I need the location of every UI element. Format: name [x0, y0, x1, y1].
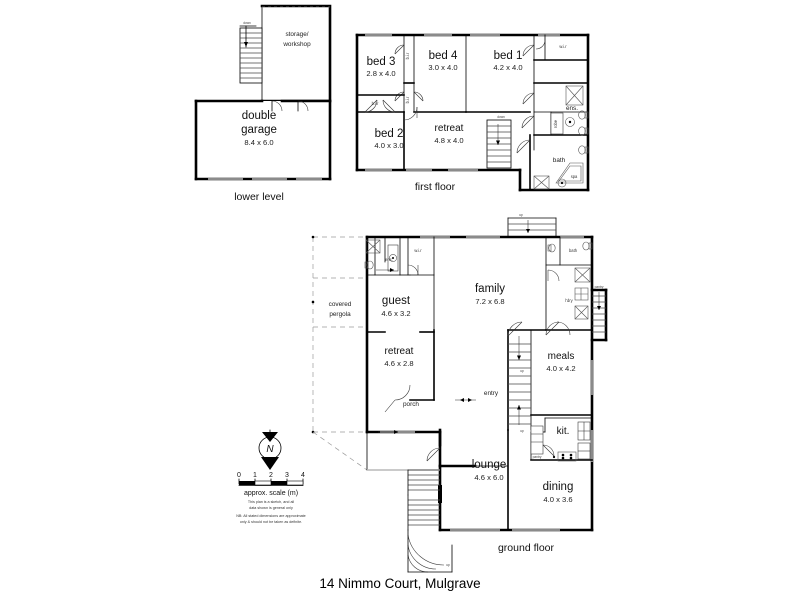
room-label-bed-4: bed 4: [429, 50, 458, 62]
room-label-dining: dining: [543, 481, 574, 493]
annotation-wir-first: w.i.r: [559, 44, 567, 49]
room-dim-retreat-first: 4.8 x 4.0: [434, 136, 463, 145]
room-label-family: family: [475, 283, 505, 295]
room-label-double-garage-line2: garage: [241, 124, 277, 136]
room-label-guest: guest: [382, 295, 411, 307]
annotation-bir-3: b.i.r: [372, 101, 379, 106]
room-label-porch: porch: [403, 401, 419, 408]
entry-path-up-label: up: [446, 563, 450, 567]
scale-tick-1: 1: [253, 472, 257, 479]
room-label-bed-1: bed 1: [494, 50, 523, 62]
disclaimer-line-2: data shown is general only: [249, 506, 293, 510]
room-label-storage-line2: workshop: [282, 41, 311, 48]
room-label-meals: meals: [548, 351, 575, 362]
room-dim-bed-1: 4.2 x 4.0: [493, 63, 522, 72]
scale-bar: 0 1 2 3 4 approx. scale (m) This plan is…: [236, 472, 305, 524]
annotation-robe-first: robe: [553, 119, 558, 128]
scale-bar-label: approx. scale (m): [244, 490, 298, 497]
ground-stair-up-label-3: up: [520, 429, 524, 433]
room-label-bath-first: bath: [553, 157, 566, 164]
annotation-wir-ground: w.i.r: [414, 248, 422, 253]
external-steps: [407, 469, 440, 531]
section-label-first-floor: first floor: [415, 181, 456, 193]
covered-pergola-area: covered pergola: [311, 235, 368, 471]
room-label-retreat-ground: retreat: [385, 346, 414, 357]
room-label-bath-ground: bath: [569, 248, 578, 253]
room-dim-bed-4: 3.0 x 4.0: [428, 63, 457, 72]
north-letter: N: [266, 444, 274, 455]
room-dim-bed-3: 2.8 x 4.0: [366, 69, 395, 78]
ground-floor-stair: [508, 336, 531, 425]
section-label-lower-level: lower level: [234, 191, 284, 203]
scale-tick-4: 4: [301, 472, 305, 479]
room-label-entry: entry: [484, 390, 499, 397]
room-dim-retreat-ground: 4.6 x 2.8: [384, 359, 413, 368]
section-label-ground-floor: ground floor: [498, 542, 555, 554]
room-label-storage-line1: storage/: [285, 31, 308, 38]
laundry-stair-up-label: pantry: [595, 285, 604, 289]
scale-tick-3: 3: [285, 472, 289, 479]
room-dim-guest: 4.6 x 3.2: [381, 309, 410, 318]
room-label-lounge: lounge: [472, 459, 507, 471]
room-label-ens-first: ens.: [566, 105, 578, 112]
room-label-ens-ground: ens.: [385, 257, 393, 262]
room-label-double-garage-line1: double: [242, 110, 277, 122]
annotation-spa: spa: [571, 174, 578, 179]
lower-level-stair: [239, 25, 263, 84]
room-label-laundry: l'dry: [565, 298, 573, 303]
first-floor-plan: down bed 3 2.8 x 4.0 bed 4 3.0 x 4.0 be: [355, 33, 590, 193]
annotation-bir-1: b.i.r: [405, 52, 410, 59]
scale-tick-0: 0: [237, 472, 241, 479]
north-arrow: N: [258, 429, 282, 470]
ground-stair-up-label-1: up: [519, 213, 523, 217]
room-label-kitchen: kit.: [557, 426, 570, 437]
disclaimer-line-3: NB: All stated dimensions are approximat…: [236, 514, 305, 518]
disclaimer-line-4: only & should not be taken as definite.: [240, 520, 302, 524]
page-title: 14 Nimmo Court, Mulgrave: [319, 576, 480, 591]
room-dim-family: 7.2 x 6.8: [475, 297, 504, 306]
disclaimer-line-1: This plan is a sketch, and all: [248, 500, 295, 504]
lower-stair-down-label: down: [243, 21, 251, 25]
room-dim-meals: 4.0 x 4.2: [546, 364, 575, 373]
room-label-pergola-line2: pergola: [329, 311, 351, 318]
annotation-bir-2: b.i.r: [405, 96, 410, 103]
lower-level-plan: down double garage 8.4 x 6.0 storage/ wo…: [194, 4, 332, 203]
ground-floor-plan: covered pergola up: [311, 213, 608, 573]
room-label-bed-3: bed 3: [367, 56, 396, 68]
room-label-retreat-first: retreat: [435, 123, 464, 134]
annotation-pantry: pantry: [533, 455, 542, 459]
first-floor-stair-down-label: down: [497, 115, 505, 119]
ground-stair-up-label-2: up: [520, 369, 524, 373]
room-label-pergola-line1: covered: [329, 301, 352, 308]
room-dim-double-garage: 8.4 x 6.0: [244, 138, 273, 147]
room-dim-bed-2: 4.0 x 3.0: [374, 141, 403, 150]
room-dim-dining: 4.0 x 3.6: [543, 495, 572, 504]
first-floor-stair: [486, 119, 512, 169]
room-dim-lounge: 4.6 x 6.0: [474, 473, 503, 482]
room-label-bed-2: bed 2: [375, 128, 404, 140]
laundry-side-stair: [592, 292, 606, 333]
scale-tick-2: 2: [269, 472, 273, 479]
